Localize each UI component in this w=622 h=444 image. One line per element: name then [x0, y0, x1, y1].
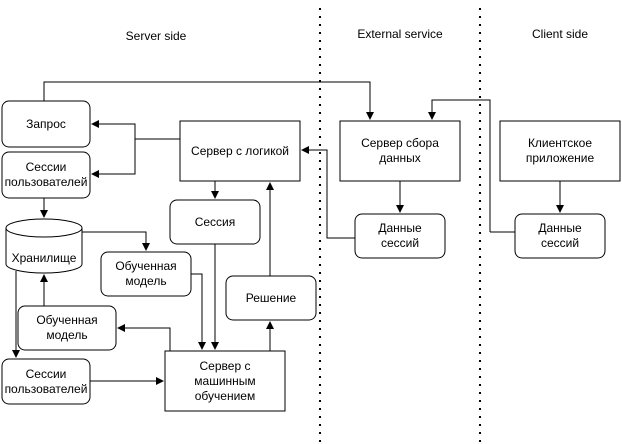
edge-logic-to-collector — [43, 81, 374, 120]
client-sessions-data-box — [514, 213, 606, 259]
session-label: Сессия — [194, 214, 236, 229]
edge-logic-to-request — [91, 120, 180, 140]
edge-ml-to-model-bottom — [117, 324, 171, 351]
ext-sessions-data-label: Данные сессий — [378, 221, 422, 250]
client-app-label: Клиентское приложение — [525, 136, 595, 165]
storage-cylinder — [5, 218, 83, 274]
sessions-bottom-label: Сессии пользователей — [4, 366, 88, 396]
trained-model-top-label: Обученная модель — [115, 259, 177, 288]
edge-model-to-ml — [191, 273, 206, 350]
collector-label: Сервер сбора данных — [361, 136, 439, 165]
storage-label: Хранилище — [11, 250, 77, 265]
collector-box — [339, 120, 461, 182]
trained-model-bottom-box — [17, 305, 117, 351]
sessions-top-box — [1, 151, 91, 199]
column-header-client: Client side — [531, 27, 589, 41]
request-label: Запрос — [26, 116, 66, 131]
request-box — [1, 100, 91, 148]
client-app-box — [499, 120, 621, 182]
ml-server-box — [164, 350, 286, 412]
column-header-server: Server side — [125, 29, 187, 43]
logic-server-label: Сервер с логикой — [191, 143, 289, 158]
client-sessions-data-label: Данные сессий — [538, 221, 582, 250]
column-header-external: External service — [357, 27, 443, 41]
decision-label: Решение — [245, 290, 297, 305]
trained-model-bottom-label: Обученная модель — [36, 313, 98, 342]
edge-logic-to-sessions — [91, 139, 136, 178]
edge-client-to-collector — [428, 99, 491, 232]
decision-box — [225, 275, 317, 321]
edge-storage-to-model — [82, 231, 150, 251]
edge-ext-data-to-logic — [301, 146, 355, 239]
sessions-top-label: Сессии пользователей — [4, 160, 88, 189]
ml-server-label: Сервер с машинным обучением — [194, 358, 256, 403]
logic-server-box — [179, 120, 301, 182]
ext-sessions-data-box — [354, 213, 446, 259]
